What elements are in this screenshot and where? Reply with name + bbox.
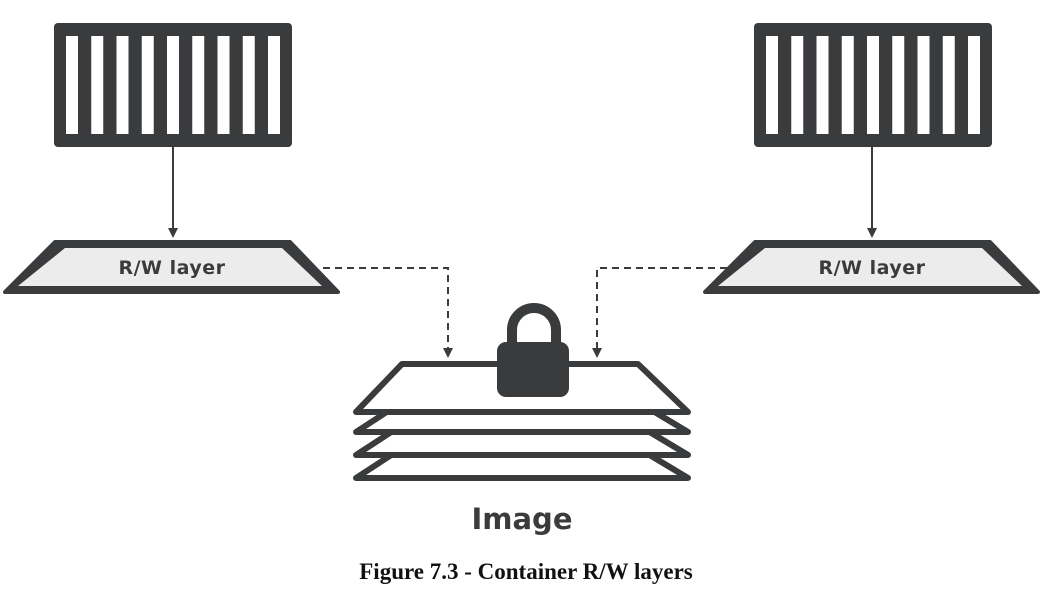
container-slat (816, 36, 829, 134)
right-rw-layer: R/W layer (703, 240, 1040, 294)
image-layer-stack (353, 361, 691, 481)
image-label: Image (471, 502, 572, 536)
container-slat (892, 36, 905, 134)
left-rw-layer: R/W layer (3, 240, 340, 294)
container-slat (66, 36, 78, 134)
container-slat (91, 36, 104, 134)
container-slat (942, 36, 955, 134)
container-slat (167, 36, 179, 134)
container-slat (917, 36, 930, 134)
container-slat (841, 36, 854, 134)
container-slat (766, 36, 778, 134)
container-slat (791, 36, 804, 134)
container-slat (268, 36, 280, 134)
right-dashed-arrow (592, 267, 727, 358)
right-container-icon (754, 23, 992, 147)
container-slat (192, 36, 205, 134)
container-slat (217, 36, 230, 134)
left-container-icon (54, 23, 292, 147)
figure-caption: Figure 7.3 - Container R/W layers (359, 559, 693, 584)
container-slat (867, 36, 879, 134)
container-slat (968, 36, 980, 134)
left-rw-layer-label: R/W layer (118, 257, 225, 279)
container-slat (116, 36, 129, 134)
lock-icon (497, 303, 569, 397)
container-slat (141, 36, 154, 134)
left-dashed-arrow (323, 267, 453, 358)
container-slat (242, 36, 255, 134)
right-rw-layer-label: R/W layer (818, 257, 925, 279)
